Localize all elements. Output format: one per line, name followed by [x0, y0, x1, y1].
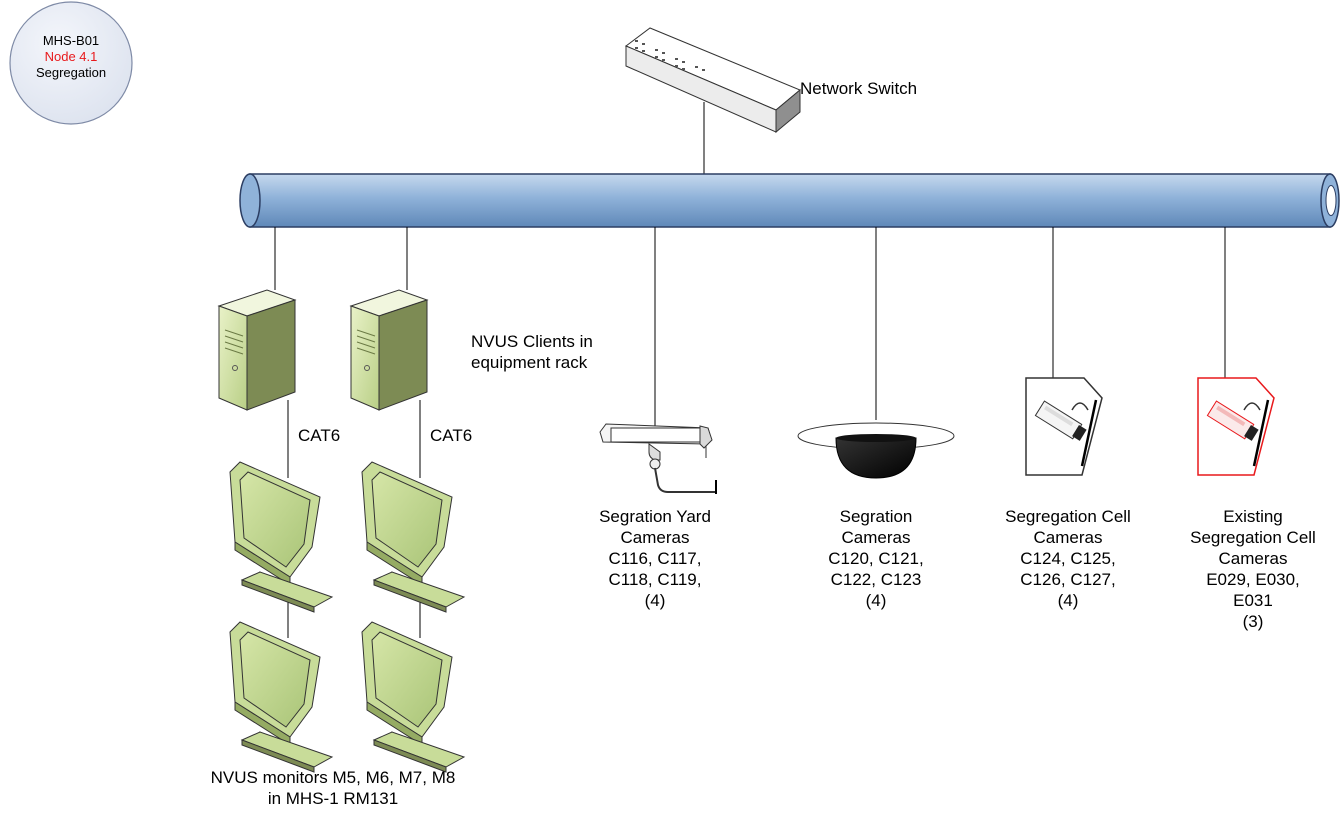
network-switch-label: Network Switch: [800, 79, 918, 98]
clients-label: NVUS Clients in equipment rack: [471, 332, 593, 372]
wall-camera-icon: [1025, 377, 1103, 476]
bullet-camera-icon: [599, 423, 717, 494]
lcd-monitor-icon: [361, 461, 466, 613]
tower-server-icon: [349, 289, 429, 411]
monitors-label: NVUS monitors M5, M6, M7, M8 in MHS-1 RM…: [210, 768, 456, 808]
dome-cameras-label: Segration Cameras C120, C121, C122, C123…: [828, 507, 924, 610]
badge-area: Segregation: [35, 65, 107, 80]
lcd-monitor-icon: [229, 621, 334, 773]
cat6-label-1: CAT6: [298, 426, 341, 445]
tower-server-icon: [217, 289, 297, 411]
yard-cameras-label: Segration Yard Cameras C116, C117, C118,…: [599, 507, 711, 610]
network-backbone: [239, 173, 1340, 228]
badge-building: MHS-B01: [42, 33, 100, 48]
badge-node: Node 4.1: [44, 49, 98, 64]
network-switch-icon: [625, 27, 801, 134]
lcd-monitor-icon: [229, 461, 334, 613]
cell-cameras-label: Segregation Cell Cameras C124, C125, C12…: [1005, 507, 1131, 610]
location-badge-text: MHS-B01 Node 4.1 Segregation: [10, 33, 132, 81]
cat6-label-2: CAT6: [430, 426, 473, 445]
dome-camera-icon: [797, 422, 955, 479]
lcd-monitor-icon: [361, 621, 466, 773]
wall-camera-existing-icon: [1197, 377, 1275, 476]
existing-cameras-label: Existing Segregation Cell Cameras E029, …: [1190, 507, 1316, 631]
location-badge: [9, 1, 133, 125]
